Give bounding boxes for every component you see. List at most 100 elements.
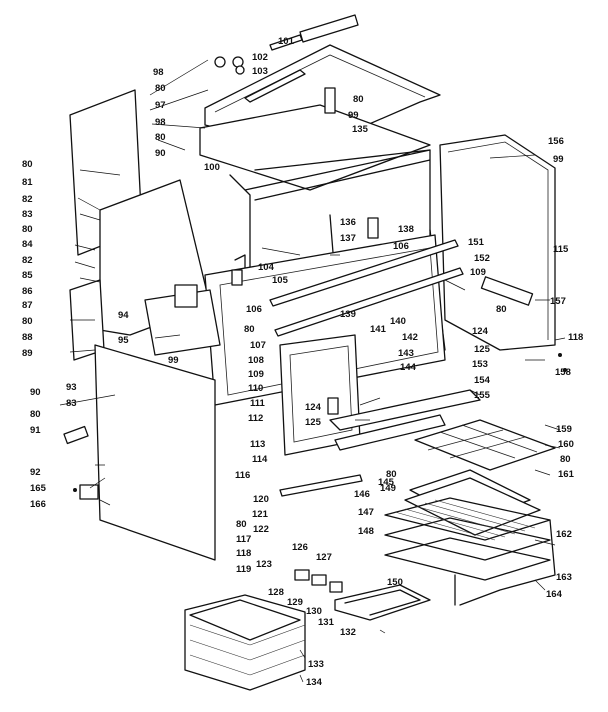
callout-122: 122 bbox=[253, 524, 269, 535]
callout-117: 117 bbox=[236, 534, 252, 545]
callout-87: 87 bbox=[22, 300, 33, 311]
knob-103 bbox=[235, 65, 245, 75]
part-128 bbox=[294, 569, 310, 581]
callout-113: 113 bbox=[250, 439, 266, 450]
knob-102 bbox=[232, 56, 244, 68]
part-138 bbox=[367, 217, 379, 239]
bracket-101 bbox=[299, 14, 359, 43]
callout-131: 131 bbox=[318, 617, 334, 628]
part-124 bbox=[327, 397, 339, 415]
callout-160: 160 bbox=[558, 439, 574, 450]
broiler-pan-base bbox=[404, 477, 541, 536]
callout-92: 92 bbox=[30, 467, 41, 478]
callout-152: 152 bbox=[474, 253, 490, 264]
callout-80: 80 bbox=[22, 224, 33, 235]
oven-rack-low bbox=[384, 537, 551, 581]
part-104 bbox=[231, 269, 243, 286]
callout-126: 126 bbox=[292, 542, 308, 553]
callout-80: 80 bbox=[22, 159, 33, 170]
callout-149: 149 bbox=[380, 483, 396, 494]
callout-156: 156 bbox=[548, 136, 564, 147]
callout-97: 97 bbox=[155, 100, 166, 111]
callout-166: 166 bbox=[30, 499, 46, 510]
callout-93: 93 bbox=[66, 382, 77, 393]
part-129 bbox=[311, 574, 327, 586]
block-top bbox=[174, 284, 198, 308]
callout-94: 94 bbox=[118, 310, 129, 321]
callout-121: 121 bbox=[252, 509, 268, 520]
callout-119: 119 bbox=[236, 564, 252, 575]
front-panel bbox=[94, 344, 216, 561]
callout-146: 146 bbox=[354, 489, 370, 500]
callout-98: 98 bbox=[155, 117, 166, 128]
bake-element bbox=[334, 584, 431, 621]
callout-153: 153 bbox=[472, 359, 488, 370]
vent-strip bbox=[244, 69, 306, 103]
callout-109: 109 bbox=[470, 267, 486, 278]
callout-84: 84 bbox=[22, 239, 33, 250]
callout-132: 132 bbox=[340, 627, 356, 638]
part-99 bbox=[324, 87, 336, 114]
callout-123: 123 bbox=[256, 559, 272, 570]
callout-99: 99 bbox=[168, 355, 179, 366]
callout-144: 144 bbox=[400, 362, 416, 373]
callout-138: 138 bbox=[398, 224, 414, 235]
callout-100: 100 bbox=[204, 162, 220, 173]
drawer-pan bbox=[189, 599, 301, 641]
rail-151 bbox=[269, 239, 459, 307]
drawer-rail-145 bbox=[279, 474, 363, 497]
callout-118: 118 bbox=[236, 548, 252, 559]
callout-83: 83 bbox=[22, 209, 33, 220]
callout-147: 147 bbox=[358, 507, 374, 518]
callout-120: 120 bbox=[253, 494, 269, 505]
rail-152 bbox=[274, 267, 464, 337]
callout-158: 158 bbox=[555, 367, 571, 378]
broiler-grid bbox=[414, 419, 556, 471]
callout-118: 118 bbox=[568, 332, 584, 343]
callout-82: 82 bbox=[22, 194, 33, 205]
callout-104: 104 bbox=[258, 262, 274, 273]
lower-tray bbox=[334, 414, 446, 451]
callout-80: 80 bbox=[560, 454, 571, 465]
callout-114: 114 bbox=[252, 454, 268, 465]
callout-98: 98 bbox=[153, 67, 164, 78]
callout-124: 124 bbox=[472, 326, 488, 337]
callout-125: 125 bbox=[474, 344, 490, 355]
callout-82: 82 bbox=[22, 255, 33, 266]
callout-130: 130 bbox=[306, 606, 322, 617]
callout-101: 101 bbox=[278, 36, 294, 47]
callout-106: 106 bbox=[393, 241, 409, 252]
callout-141: 141 bbox=[370, 324, 386, 335]
callout-90: 90 bbox=[30, 387, 41, 398]
callout-86: 86 bbox=[22, 286, 33, 297]
callout-95: 95 bbox=[118, 335, 129, 346]
part-166 bbox=[79, 484, 99, 500]
callout-145: 145 bbox=[378, 477, 394, 488]
callout-154: 154 bbox=[474, 375, 490, 386]
callout-135: 135 bbox=[352, 124, 368, 135]
callout-112: 112 bbox=[248, 413, 264, 424]
callout-80: 80 bbox=[353, 94, 364, 105]
callout-111: 111 bbox=[250, 398, 265, 409]
callout-91: 91 bbox=[30, 425, 41, 436]
callout-136: 136 bbox=[340, 217, 356, 228]
callout-80: 80 bbox=[155, 83, 166, 94]
callout-133: 133 bbox=[308, 659, 324, 670]
callout-157: 157 bbox=[550, 296, 566, 307]
callout-163: 163 bbox=[556, 572, 572, 583]
callout-127: 127 bbox=[316, 552, 332, 563]
callout-140: 140 bbox=[390, 316, 406, 327]
callout-90: 90 bbox=[155, 148, 166, 159]
callout-80: 80 bbox=[386, 469, 397, 480]
part-157 bbox=[480, 276, 534, 306]
callout-159: 159 bbox=[556, 424, 572, 435]
callout-88: 88 bbox=[22, 332, 33, 343]
callout-129: 129 bbox=[287, 597, 303, 608]
callout-80: 80 bbox=[244, 324, 255, 335]
callout-142: 142 bbox=[402, 332, 418, 343]
callout-155: 155 bbox=[474, 390, 490, 401]
callout-110: 110 bbox=[248, 383, 264, 394]
callout-137: 137 bbox=[340, 233, 356, 244]
callout-105: 105 bbox=[272, 275, 288, 286]
